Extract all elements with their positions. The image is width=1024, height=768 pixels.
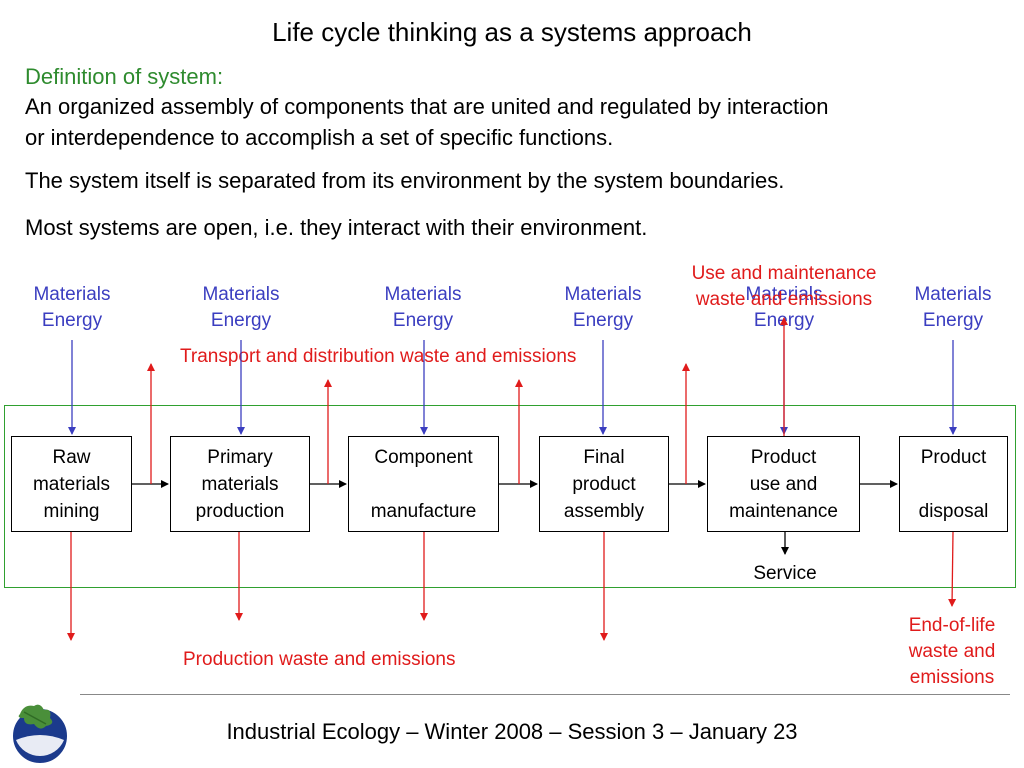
- input-label-final-assembly: Materials Energy: [553, 282, 653, 334]
- service-label: Service: [753, 563, 817, 584]
- input-materials-text: Materials: [202, 284, 280, 305]
- input-label-raw-materials: Materials Energy: [22, 282, 122, 334]
- input-materials-text: Materials: [33, 284, 111, 305]
- transport-waste-label: Transport and distribution waste and emi…: [180, 346, 577, 367]
- input-energy-text: Energy: [922, 310, 984, 331]
- stage-line-2: materials: [201, 474, 279, 495]
- stage-line-2: use and: [749, 474, 818, 495]
- stage-line-1: Product: [750, 447, 817, 468]
- stage-product-use-maintenance: Product use and maintenance: [707, 436, 860, 532]
- stage-line-3: disposal: [918, 501, 989, 522]
- production-waste-label: Production waste and emissions: [183, 649, 456, 670]
- stage-line-3: production: [195, 501, 285, 522]
- stage-component-manufacture: Component manufacture: [348, 436, 499, 532]
- input-materials-text: Materials: [384, 284, 462, 305]
- boundary-statement: The system itself is separated from its …: [25, 168, 785, 193]
- stage-line-3: mining: [43, 501, 100, 522]
- end-of-life-line-1: End-of-life: [908, 615, 996, 636]
- stage-line-1: Component: [374, 447, 473, 468]
- definition-heading: Definition of system:: [25, 64, 224, 89]
- stage-final-product-assembly: Final product assembly: [539, 436, 669, 532]
- input-energy-text: Energy: [210, 310, 272, 331]
- end-of-life-arrow: [948, 531, 957, 607]
- stage-line-2: materials: [32, 474, 111, 495]
- end-of-life-line-3: emissions: [909, 667, 995, 688]
- stage-line-1: Product: [920, 447, 987, 468]
- input-energy-text: Energy: [41, 310, 103, 331]
- slide-title: Life cycle thinking as a systems approac…: [272, 17, 752, 47]
- stage-raw-materials-mining: Raw materials mining: [11, 436, 132, 532]
- end-of-life-waste-label: End-of-life waste and emissions: [892, 613, 1012, 691]
- stage-product-disposal: Product disposal: [899, 436, 1008, 532]
- definition-line-1: An organized assembly of components that…: [25, 94, 829, 119]
- use-maintenance-waste-label: Use and maintenance waste and emissions: [664, 261, 904, 313]
- use-maintenance-waste-line-2: waste and emissions: [695, 289, 873, 310]
- open-systems-statement: Most systems are open, i.e. they interac…: [25, 215, 648, 240]
- footer-divider: [80, 694, 1010, 695]
- oak-leaf-logo-icon: [13, 704, 67, 763]
- input-energy-text: Energy: [572, 310, 634, 331]
- input-label-disposal: Materials Energy: [903, 282, 1003, 334]
- stage-line-3: assembly: [563, 501, 645, 522]
- system-boundary: [4, 405, 1016, 588]
- input-materials-text: Materials: [745, 284, 823, 305]
- definition-line-2: or interdependence to accomplish a set o…: [25, 125, 614, 150]
- input-label-component: Materials Energy: [373, 282, 473, 334]
- stage-line-3: maintenance: [729, 501, 838, 522]
- stage-line-1: Final: [583, 447, 625, 468]
- stage-line-2: product: [572, 474, 636, 495]
- input-energy-text: Energy: [392, 310, 454, 331]
- stage-line-3: manufacture: [370, 501, 477, 522]
- input-label-primary-materials: Materials Energy: [191, 282, 291, 334]
- stage-line-1: Raw: [52, 447, 91, 468]
- input-materials-text: Materials: [914, 284, 992, 305]
- footer-text: Industrial Ecology – Winter 2008 – Sessi…: [226, 719, 798, 744]
- stage-primary-materials-production: Primary materials production: [170, 436, 310, 532]
- input-materials-text: Materials: [564, 284, 642, 305]
- stage-line-1: Primary: [207, 447, 273, 468]
- end-of-life-line-2: waste and: [908, 641, 996, 662]
- use-maintenance-waste-line-1: Use and maintenance: [691, 263, 877, 284]
